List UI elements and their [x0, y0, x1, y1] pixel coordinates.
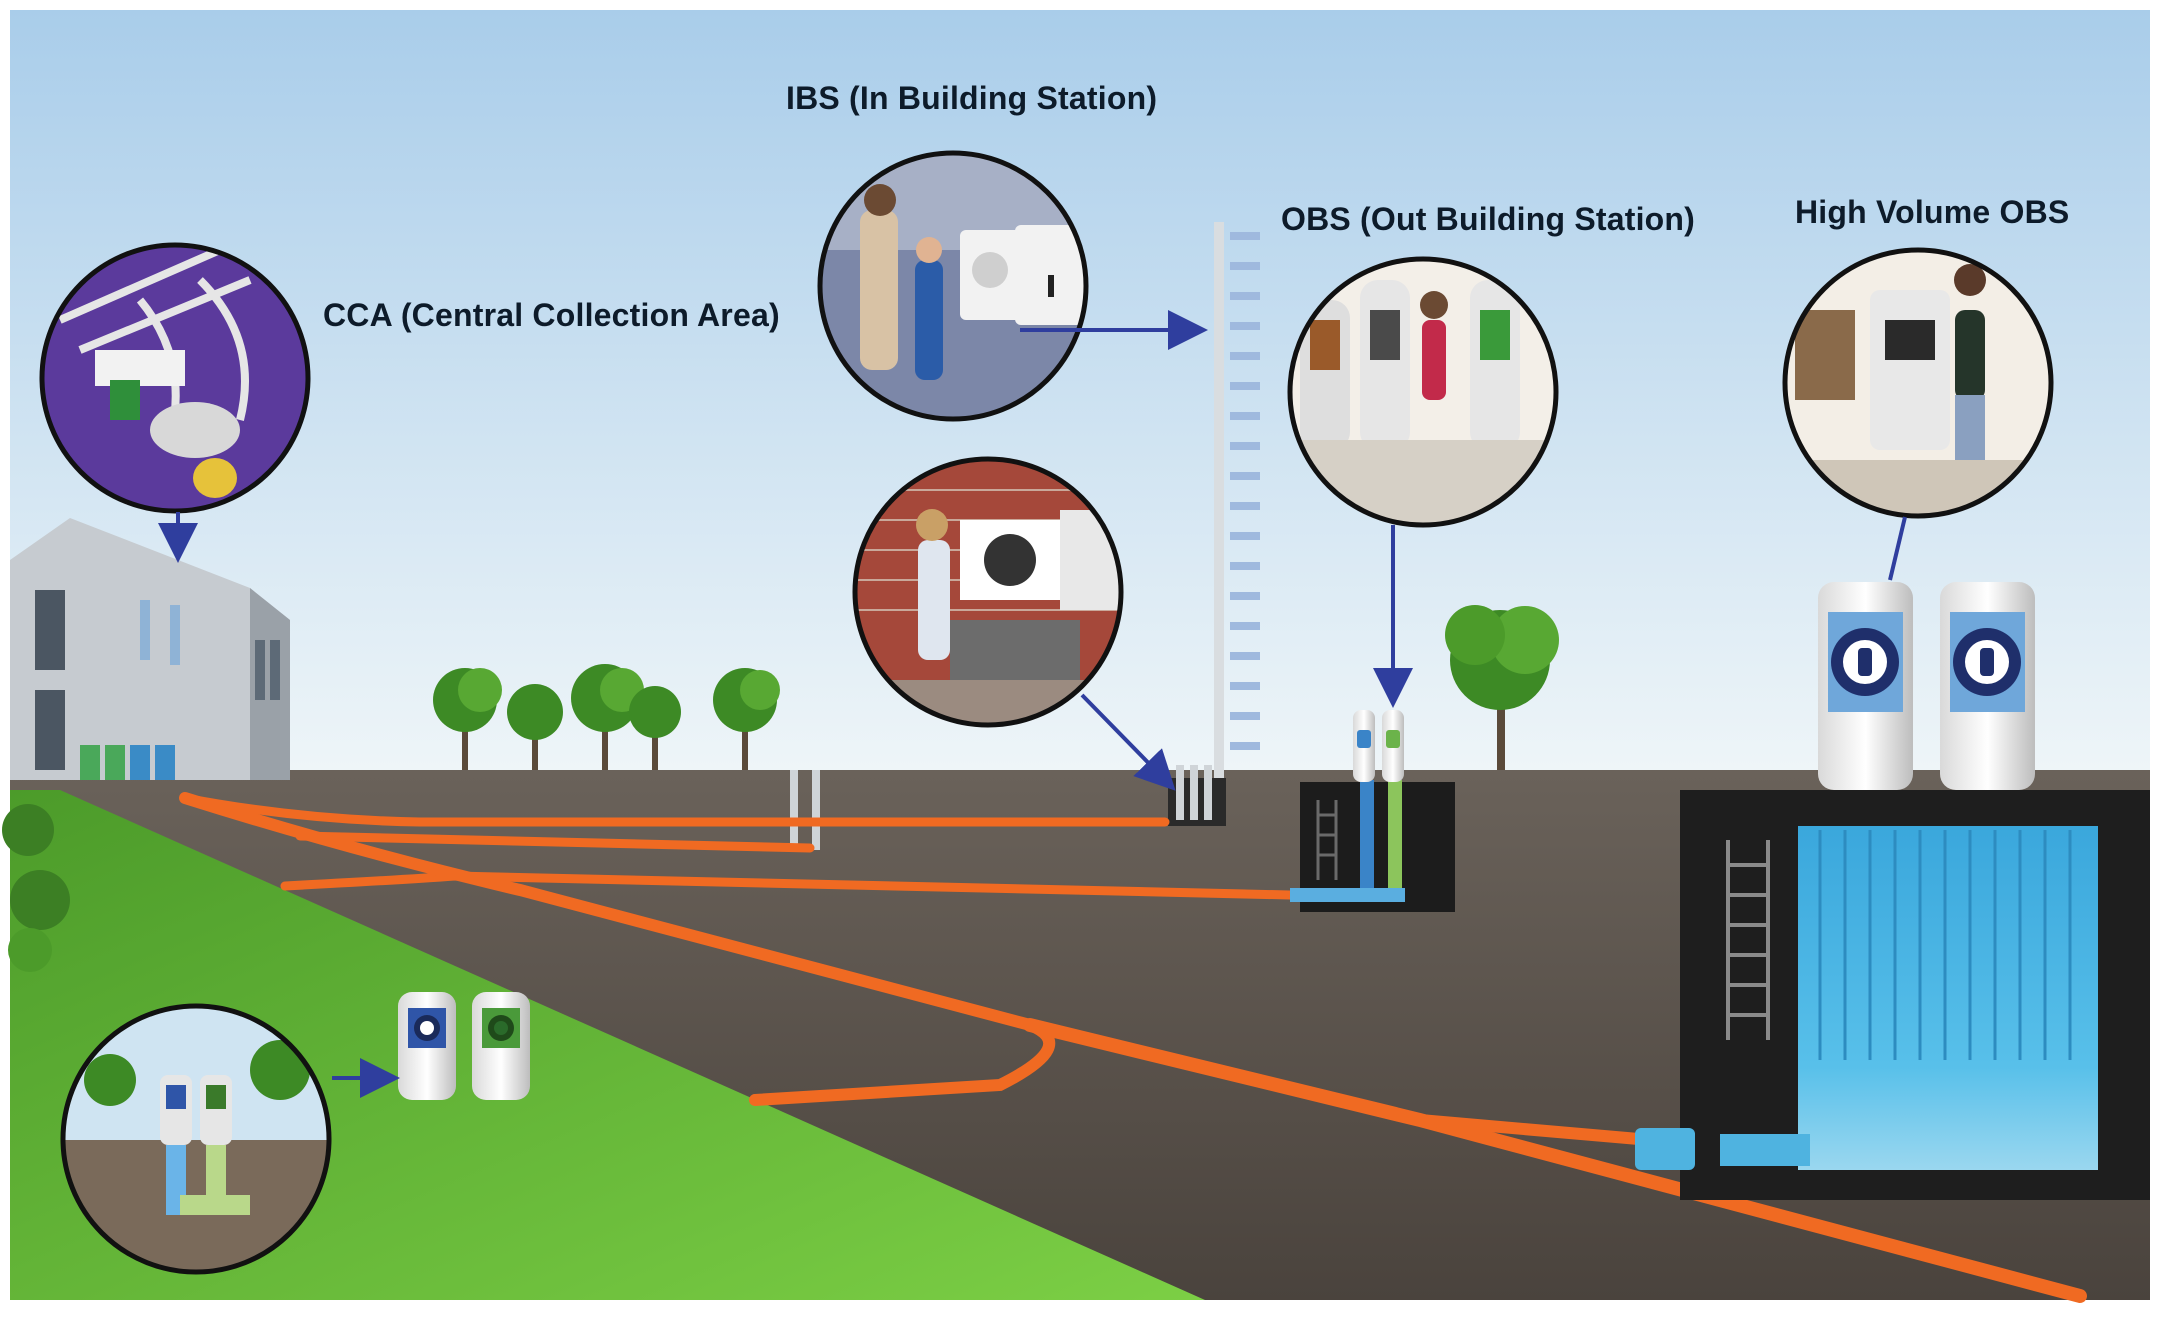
obs-badge	[1287, 256, 1559, 528]
mid-valves	[790, 770, 820, 850]
chimney-icon	[1214, 222, 1260, 782]
cca-badge	[39, 242, 311, 514]
high-volume-obs-label: High Volume OBS	[1795, 194, 2070, 230]
obs-inlet-pair	[1353, 710, 1404, 782]
obs-chamber	[1290, 780, 1455, 912]
building-icon	[10, 518, 290, 780]
ibs-badge-wall	[852, 456, 1124, 728]
cca-label: CCA (Central Collection Area)	[323, 297, 780, 333]
connector-arrows	[158, 310, 1907, 1098]
grass-inlets	[398, 992, 530, 1100]
ibs-badge-indoor	[817, 150, 1089, 422]
pipe-network	[179, 792, 2087, 1303]
container-icon	[1635, 790, 2150, 1200]
ibs-valve-box	[1168, 765, 1226, 826]
ibs-label: IBS (In Building Station)	[786, 80, 1158, 116]
ladder-icon	[1726, 840, 1770, 1040]
tree-icon	[433, 605, 1559, 770]
bush-icon	[2, 804, 70, 972]
high-volume-inlets	[1818, 582, 2035, 790]
obs-label: OBS (Out Building Station)	[1281, 201, 1696, 237]
